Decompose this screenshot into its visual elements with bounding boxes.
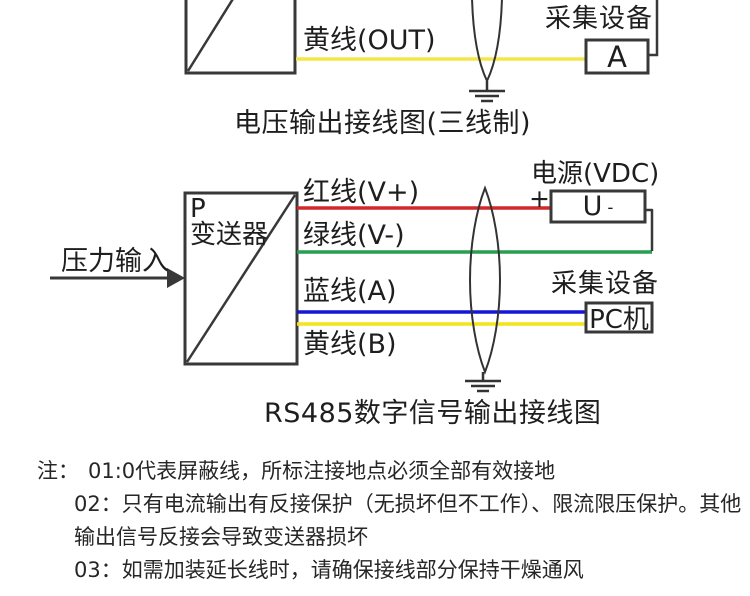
collector-device-label: 采集设备: [551, 269, 660, 299]
collector-box-label-top: A: [607, 39, 627, 74]
wire-label-red: 红线(V+): [303, 177, 420, 208]
caption-rs485-diagram: RS485数字信号输出接线图: [264, 398, 602, 429]
transmitter-box-top: [184, 0, 297, 75]
power-supply-label: 电源(VDC): [531, 159, 660, 189]
note-line-4: 03：如需加装延长线时，请确保接线部分保持干燥通风: [74, 558, 584, 582]
power-box-base: U: [582, 191, 603, 222]
collector-return-wire-top: [649, 0, 659, 57]
ground-symbol: [465, 372, 501, 393]
power-return-wire: [644, 208, 654, 251]
ground-symbol-top: [469, 81, 505, 103]
shield-cable-top: [471, 0, 503, 84]
wire-label-blue: 蓝线(A): [303, 276, 397, 307]
note-line-1: 注： 01:0代表屏蔽线，所标注接地点必须全部有效接地: [37, 455, 555, 485]
note-line-3: 输出信号反接会导致变送器损坏: [74, 525, 368, 549]
transmitter-label: P 变送器: [190, 196, 268, 248]
caption-voltage-diagram: 电压输出接线图(三线制): [234, 108, 532, 139]
transmitter-diagonal-top: [186, 0, 234, 72]
power-box-label: U-: [551, 191, 645, 222]
power-box-minus: -: [607, 196, 614, 217]
note-line-2: 02：只有电流输出有反接保护（无损坏但不工作）、限流限压保护。其他: [74, 492, 742, 516]
transmitter-diagonal: [185, 194, 297, 363]
collector-device-label-top: 采集设备: [545, 4, 654, 34]
transmitter-label-line2: 变送器: [190, 220, 269, 250]
collector-box-top: [584, 38, 650, 75]
note-prefix: 注：: [37, 459, 79, 483]
pressure-input-label: 压力输入: [61, 246, 169, 277]
collector-box-label: PC机: [589, 305, 649, 335]
transmitter-label-line1: P: [190, 194, 206, 224]
shield-cable: [468, 185, 502, 375]
note-item-01: 01:0代表屏蔽线，所标注接地点必须全部有效接地: [88, 459, 556, 483]
wire-label-yellow-out: 黄线(OUT): [303, 25, 436, 56]
wire-label-green: 绿线(V-): [303, 220, 405, 251]
wire-label-yellow: 黄线(B): [303, 329, 397, 360]
power-plus-sign: +: [529, 184, 550, 213]
power-box: [549, 189, 647, 224]
collector-box: [584, 301, 654, 334]
pressure-arrow-head: [167, 268, 185, 288]
